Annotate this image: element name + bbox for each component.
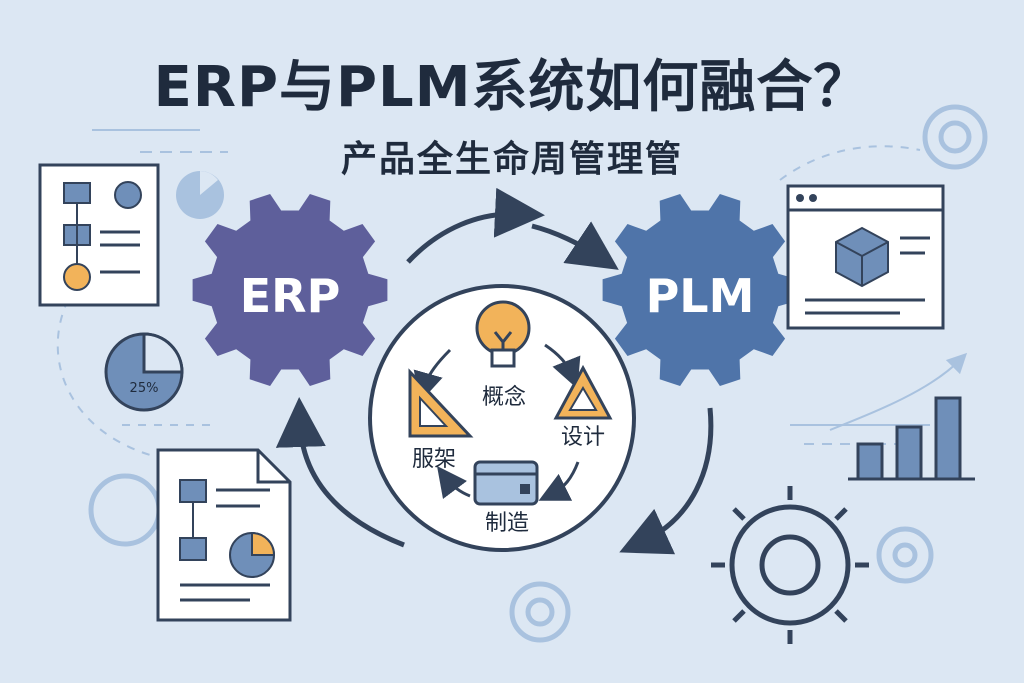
card-icon bbox=[473, 460, 539, 506]
bar-chart-icon bbox=[848, 396, 975, 481]
stage-design: 设计 bbox=[561, 425, 605, 450]
lightbulb-icon bbox=[475, 300, 531, 368]
stage-manufacture: 制造 bbox=[485, 511, 529, 536]
pie-percent-label: 25% bbox=[130, 381, 159, 396]
decorative-dashes bbox=[56, 129, 968, 456]
flow-arrows bbox=[275, 187, 714, 555]
document-icon bbox=[156, 448, 292, 622]
plm-gear: PLM bbox=[602, 194, 798, 386]
lifecycle-circle: 概念 设计 制造 服架 bbox=[368, 284, 636, 552]
gear-icon bbox=[711, 486, 869, 644]
plm-gear-label: PLM bbox=[646, 269, 755, 323]
cube-window-icon bbox=[786, 184, 945, 330]
triangle-ruler-icon bbox=[408, 368, 474, 438]
page-title: ERP与PLM系统如何融合？ bbox=[153, 55, 871, 120]
pie-chart-icon: 25% bbox=[104, 332, 184, 412]
page-subtitle: 产品全生命周管理管 bbox=[340, 139, 683, 180]
erp-gear-label: ERP bbox=[240, 269, 341, 323]
gear-icon bbox=[88, 104, 988, 643]
pie-chart-icon bbox=[176, 171, 224, 219]
stage-service: 服架 bbox=[412, 447, 456, 472]
stage-concept: 概念 bbox=[482, 385, 526, 410]
erp-gear: ERP bbox=[192, 194, 388, 386]
document-icon bbox=[38, 163, 160, 307]
triangle-ruler-icon bbox=[553, 364, 613, 420]
